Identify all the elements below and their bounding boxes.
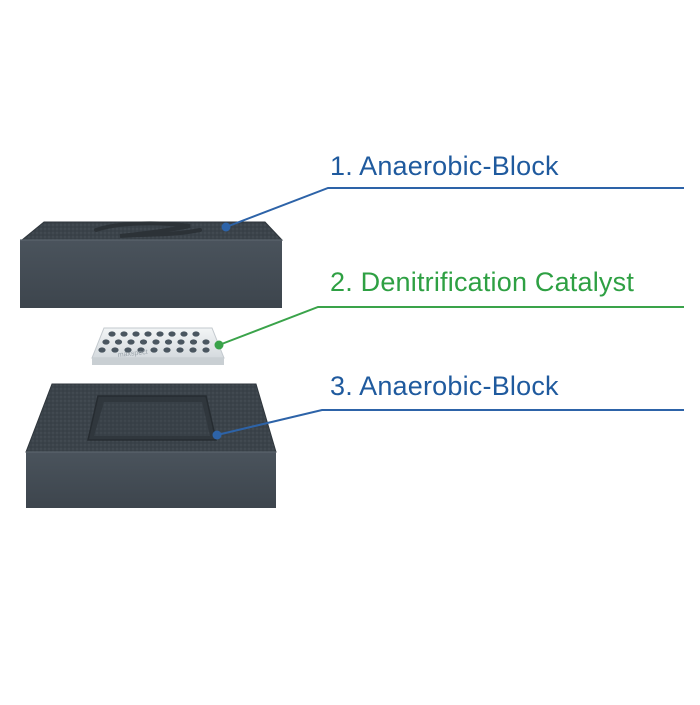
- catalyst-hole: [137, 347, 145, 353]
- leader-line-2-anchor: [214, 340, 224, 350]
- catalyst-hole: [192, 331, 200, 337]
- leader-line-1: [221, 187, 684, 232]
- catalyst-hole: [177, 339, 185, 345]
- label-denitrification-catalyst: 2. Denitrification Catalyst: [330, 267, 635, 297]
- catalyst-holes: [98, 331, 210, 353]
- catalyst-hole: [180, 331, 188, 337]
- leader-line-3-path: [216, 409, 684, 436]
- catalyst-hole: [124, 347, 132, 353]
- bottom-anaerobic-block: [25, 383, 277, 508]
- catalyst-hole: [102, 339, 110, 345]
- catalyst-hole: [127, 339, 135, 345]
- top-anaerobic-block: [20, 221, 284, 308]
- catalyst-hole: [176, 347, 184, 353]
- catalyst-hole: [111, 347, 119, 353]
- denitrification-catalyst-plate: maxspect: [91, 327, 225, 365]
- catalyst-hole: [189, 339, 198, 345]
- leader-line-3: [212, 409, 684, 440]
- catalyst-logo: maxspect: [117, 349, 148, 359]
- leader-line-2-path: [218, 306, 684, 346]
- catalyst-hole: [163, 347, 171, 353]
- catalyst-front-edge: [92, 358, 224, 365]
- catalyst-hole: [152, 339, 160, 345]
- bottom-block-front-face: [26, 452, 276, 508]
- catalyst-hole: [202, 347, 210, 353]
- top-block-front-face: [20, 240, 282, 308]
- catalyst-hole: [98, 347, 106, 353]
- catalyst-hole: [202, 339, 210, 345]
- label-anaerobic-block-bottom: 3. Anaerobic-Block: [330, 371, 559, 401]
- label-anaerobic-block-top: 1. Anaerobic-Block: [330, 151, 559, 181]
- leader-line-1-anchor: [221, 222, 231, 232]
- bottom-block-recess-floor: [94, 402, 210, 436]
- top-block-emblem: [94, 221, 202, 238]
- catalyst-hole: [164, 339, 173, 345]
- catalyst-hole: [120, 331, 128, 337]
- catalyst-hole: [132, 331, 140, 337]
- catalyst-hole: [168, 331, 176, 337]
- leader-line-2: [214, 306, 684, 350]
- catalyst-hole: [156, 331, 164, 337]
- catalyst-hole: [144, 331, 152, 337]
- leader-line-1-path: [225, 187, 684, 228]
- catalyst-hole: [114, 339, 123, 345]
- catalyst-hole: [139, 339, 148, 345]
- catalyst-hole: [189, 347, 197, 353]
- catalyst-hole: [150, 347, 158, 353]
- catalyst-hole: [108, 331, 116, 337]
- leader-line-3-anchor: [212, 430, 222, 440]
